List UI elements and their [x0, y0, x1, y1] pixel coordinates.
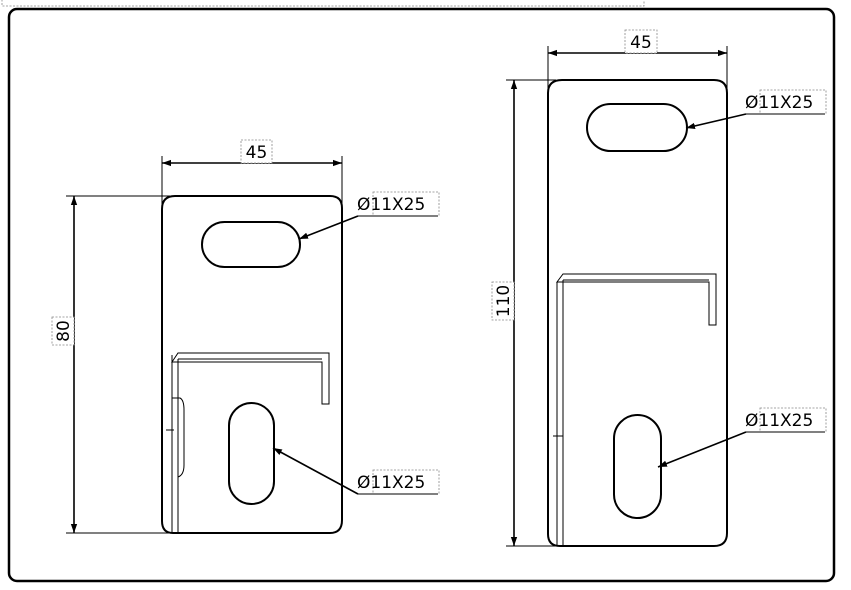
height-dimension-80: 80	[54, 320, 74, 342]
lower-callout-leader	[272, 447, 359, 495]
lower-slot-callout: Ø11X25	[357, 473, 425, 493]
flange-side-detail	[172, 397, 185, 478]
width-dimension-45: 45	[630, 33, 652, 53]
height-dimension-110: 110	[494, 285, 514, 317]
upper-callout-box	[372, 191, 440, 217]
upper-slot	[201, 221, 301, 268]
bent-flange	[171, 352, 330, 405]
view-short-bracket: 80 45 Ø11X25 Ø11X25	[51, 139, 440, 534]
height-dimension-box	[51, 316, 75, 346]
plate-outline	[547, 79, 728, 547]
lower-slot-callout: Ø11X25	[745, 411, 813, 431]
bent-flange	[556, 273, 717, 326]
lower-slot	[228, 402, 275, 505]
lower-callout-leader	[657, 431, 747, 468]
upper-slot-callout: Ø11X25	[745, 93, 813, 113]
upper-callout-leader	[685, 113, 747, 130]
plate-outline	[161, 195, 343, 534]
upper-slot	[586, 103, 688, 152]
title-strip	[1, 0, 645, 7]
lower-callout-box	[759, 407, 827, 433]
width-dimension-45: 45	[246, 143, 268, 163]
upper-callout-box	[759, 89, 827, 115]
view-tall-bracket: 110 45 Ø11X25 Ø11X25	[491, 29, 827, 547]
width-dimension-box	[240, 139, 273, 164]
height-dimension-box	[491, 281, 515, 321]
lower-slot	[613, 414, 662, 519]
width-dimension-box	[624, 29, 658, 54]
upper-callout-leader	[298, 215, 359, 240]
upper-slot-callout: Ø11X25	[357, 195, 425, 215]
